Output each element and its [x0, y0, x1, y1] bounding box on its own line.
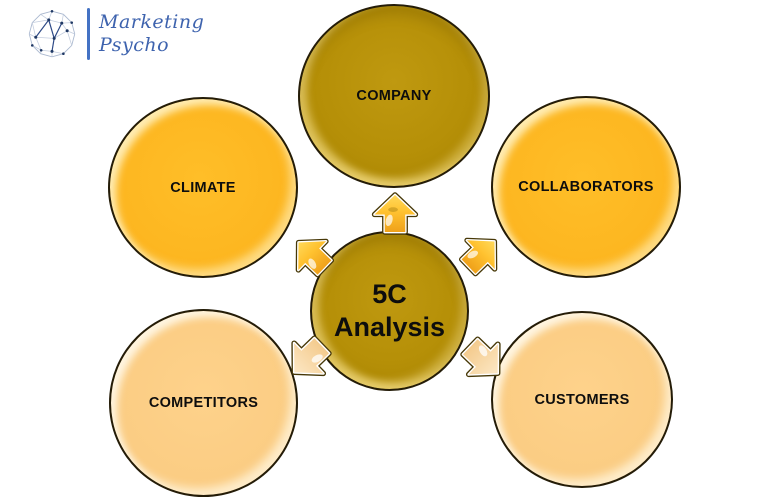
brand-name: Marketing Psycho	[99, 11, 204, 57]
brand-name-line2: Psycho	[99, 34, 170, 56]
circle-center-5c-analysis: 5C Analysis	[310, 231, 469, 391]
circle-collaborators: COLLABORATORS	[491, 96, 681, 278]
circle-competitors-label: COMPETITORS	[148, 395, 259, 411]
circle-competitors: COMPETITORS	[109, 309, 298, 497]
circle-customers: CUSTOMERS	[491, 311, 673, 488]
circle-company-label: COMPANY	[356, 88, 432, 104]
circle-company: COMPANY	[298, 4, 490, 188]
circle-climate-label: CLIMATE	[170, 179, 236, 196]
circle-climate: CLIMATE	[108, 97, 298, 278]
network-sphere-icon	[28, 9, 76, 58]
center-title-line2: Analysis	[333, 312, 446, 342]
circle-customers-label: CUSTOMERS	[534, 391, 630, 408]
center-title: 5C Analysis	[334, 278, 445, 344]
logo-divider	[87, 8, 90, 60]
brand-name-line1: Marketing	[99, 11, 205, 34]
center-title-line1: 5C	[372, 279, 407, 310]
arrow-up-icon	[371, 192, 419, 235]
arrow-upper-left-icon	[283, 226, 340, 283]
circle-collaborators-label: COLLABORATORS	[518, 179, 654, 195]
brand-logo: Marketing Psycho	[26, 8, 204, 60]
arrow-lower-left-icon	[278, 329, 337, 388]
arrow-lower-right-icon	[454, 330, 513, 389]
arrow-upper-right-icon	[453, 225, 510, 282]
